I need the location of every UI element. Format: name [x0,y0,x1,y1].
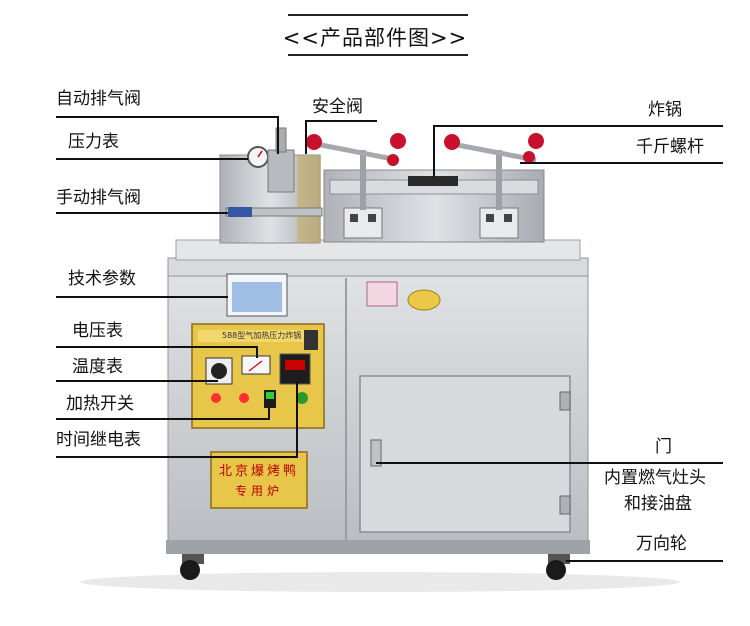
leader-jack-screw [520,162,723,164]
label-jack-screw: 千斤螺杆 [636,137,704,157]
leader-voltmeter [56,346,258,348]
leader-thermometer [56,380,218,382]
leader-safety-valve [305,120,377,122]
label-door: 门 [655,437,672,457]
panel-model-text: 588型气加热压力炸锅 [222,331,302,340]
label-pressure-gauge: 压力表 [68,132,119,152]
indicator-green [296,392,308,404]
label-manual-vent-valve: 手动排气阀 [56,188,141,208]
jack-screw-right [444,133,544,210]
leader-heating-switch [56,418,270,420]
cabinet-top-rim [167,257,589,277]
auto-vent-valve-body [267,149,295,193]
leader-fryer-pot [433,125,723,127]
label-heating-switch: 加热开关 [66,394,134,414]
brand-sign [210,451,308,509]
leader-safety-valve-drop [305,120,307,154]
pot-handle [408,176,458,186]
leader-auto-vent-valve-drop [277,116,279,154]
caster-left [180,554,204,580]
title-bottom-rule [288,54,468,56]
leader-timer-relay-rise [296,382,298,458]
leader-voltmeter-drop [256,346,258,358]
label-safety-valve: 安全阀 [312,97,363,117]
leader-pressure-gauge [56,158,248,160]
leader-auto-vent-valve [56,116,278,118]
jack-screw-left [306,133,406,210]
leader-caster [566,560,723,562]
leader-manual-vent-valve [56,212,228,214]
door-panel [359,375,571,533]
manual-vent-tag [228,207,252,217]
caster-right [546,554,570,580]
leader-tech-params [56,296,228,298]
label-caster: 万向轮 [636,534,687,554]
label-auto-vent-valve: 自动排气阀 [56,89,141,109]
page-title: <<产品部件图>> [282,26,468,50]
floor-shadow [80,572,680,592]
label-timer-relay: 时间继电表 [56,430,141,450]
label-voltmeter: 电压表 [72,321,123,341]
pink-notice [366,281,398,307]
label-tech-params: 技术参数 [68,269,136,289]
leader-heating-switch-rise [268,406,270,420]
title-top-rule [288,14,468,16]
valve-housing-side [297,155,321,243]
leader-door [376,462,723,464]
label-burner-line2: 和接油盘 [624,494,692,514]
leader-fryer-pot-drop [433,125,435,177]
brand-sign-title: 北京爆烤鸭 [218,464,299,479]
clamp-left [343,207,383,239]
cabinet-base [166,540,590,554]
door-handle [370,439,382,467]
brand-sign-sub: 专用炉 [234,484,283,498]
label-thermometer: 温度表 [72,357,123,377]
clamp-right [479,207,519,239]
label-burner-line1: 内置燃气灶头 [604,468,706,488]
leader-timer-relay [56,456,298,458]
indicator-red [211,393,221,403]
gold-seal [407,289,441,311]
label-fryer-pot: 炸锅 [648,100,682,120]
title-block: <<产品部件图>> [0,14,750,56]
